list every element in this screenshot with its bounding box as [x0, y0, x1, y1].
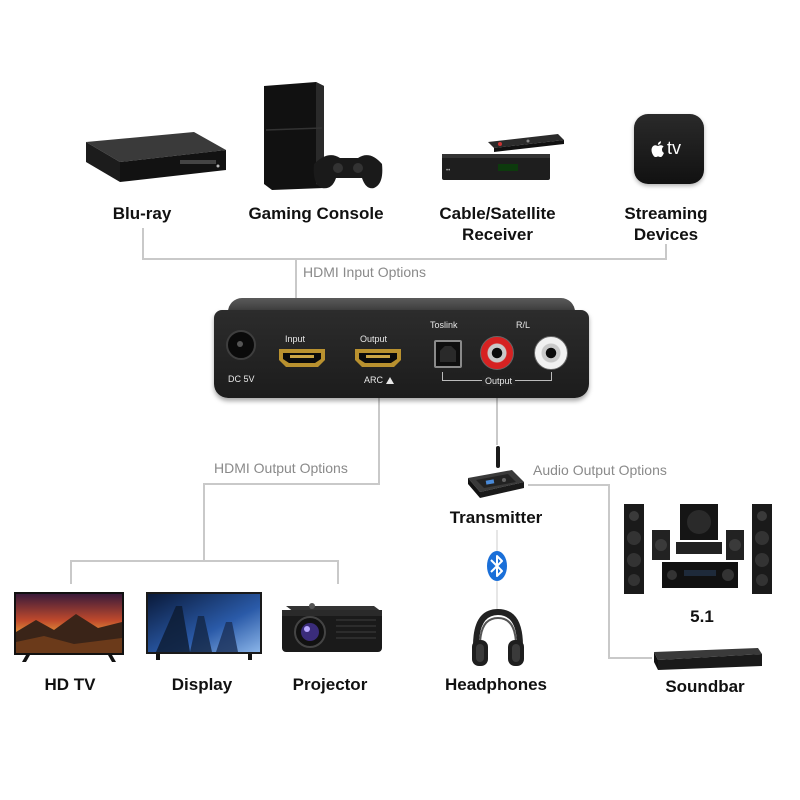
toslink-shutter — [440, 346, 456, 362]
audio-output-down — [496, 385, 498, 445]
soundbar-label: Soundbar — [665, 677, 745, 696]
bluray-player-image — [80, 128, 230, 186]
hdmi-output-bottom-horizontal — [70, 560, 339, 562]
input-port-label: Input — [285, 334, 306, 344]
input-bracket-right — [665, 244, 667, 260]
hdmi-output-down — [378, 385, 380, 485]
svg-text:••: •• — [446, 168, 450, 174]
hdmi-input-options-label: HDMI Input Options — [303, 264, 426, 280]
apple-logo-icon — [651, 141, 664, 157]
cable-satellite-label: Cable/Satellite Receiver — [420, 203, 575, 245]
hdmi-audio-extractor-box: DC 5V Input Output ARC Toslink R/L Outpu… — [214, 298, 589, 402]
apple-tv-box: tv — [634, 114, 704, 184]
hdmi-output-left-drop — [70, 560, 72, 584]
output-port-label: Output — [360, 334, 388, 344]
hdmi-output-mid-down — [203, 483, 205, 561]
input-bracket-horizontal — [142, 258, 667, 260]
bluray-label: Blu-ray — [112, 204, 172, 223]
audio-output-horizontal — [528, 484, 610, 486]
projector-label: Projector — [292, 675, 368, 694]
streaming-devices-label: Streaming Devices — [610, 203, 722, 245]
hdmi-output-port — [354, 348, 402, 368]
input-bracket-left — [142, 228, 144, 260]
surround-5-1-label: 5.1 — [690, 607, 714, 626]
audio-output-vertical — [608, 484, 610, 659]
cable-satellite-receiver-image: •• — [438, 132, 568, 184]
dc-5v-label: DC 5V — [228, 374, 255, 384]
toslink-label: Toslink — [430, 320, 458, 330]
apple-tv-logo-text: tv — [667, 138, 682, 158]
gaming-console-image — [258, 80, 383, 192]
transmitter-label: Transmitter — [449, 508, 543, 527]
hdmi-output-horizontal-top — [203, 483, 380, 485]
arc-label: ARC — [364, 375, 384, 385]
bluetooth-transmitter-image — [464, 442, 528, 504]
box-front-panel — [214, 310, 589, 398]
dc-power-jack-pin — [237, 341, 243, 347]
rca-left-white-jack — [534, 336, 568, 370]
headphones-image — [468, 606, 528, 670]
bluetooth-icon — [486, 550, 508, 582]
headphones-label: Headphones — [444, 675, 548, 694]
hdmi-output-right-drop — [337, 560, 339, 584]
rl-label: R/L — [516, 320, 531, 330]
audio-output-port-label: Output — [482, 376, 516, 386]
toslink-port — [434, 340, 462, 368]
soundbar-image — [650, 646, 764, 672]
cable-satellite-label-line1: Cable/Satellite — [439, 204, 556, 223]
projector-image — [278, 598, 386, 656]
display-label: Display — [171, 675, 233, 694]
gaming-console-label: Gaming Console — [248, 204, 384, 223]
hdmi-input-port — [278, 348, 326, 368]
display-monitor-image — [146, 592, 262, 660]
hdmi-output-options-label: HDMI Output Options — [214, 460, 348, 476]
streaming-devices-label-line1: Streaming — [624, 204, 708, 223]
hd-tv-label: HD TV — [44, 675, 96, 694]
surround-5-1-system-image — [622, 498, 776, 598]
cable-satellite-label-line2: Receiver — [462, 225, 533, 244]
audio-output-options-label: Audio Output Options — [533, 462, 667, 478]
box-top-surface — [228, 298, 575, 312]
hd-tv-image — [14, 592, 124, 662]
audio-output-to-soundbar — [608, 657, 652, 659]
dc-power-jack — [226, 330, 256, 360]
arc-triangle-icon — [386, 377, 394, 384]
streaming-devices-label-line2: Devices — [633, 225, 699, 244]
rca-right-red-jack — [480, 336, 514, 370]
